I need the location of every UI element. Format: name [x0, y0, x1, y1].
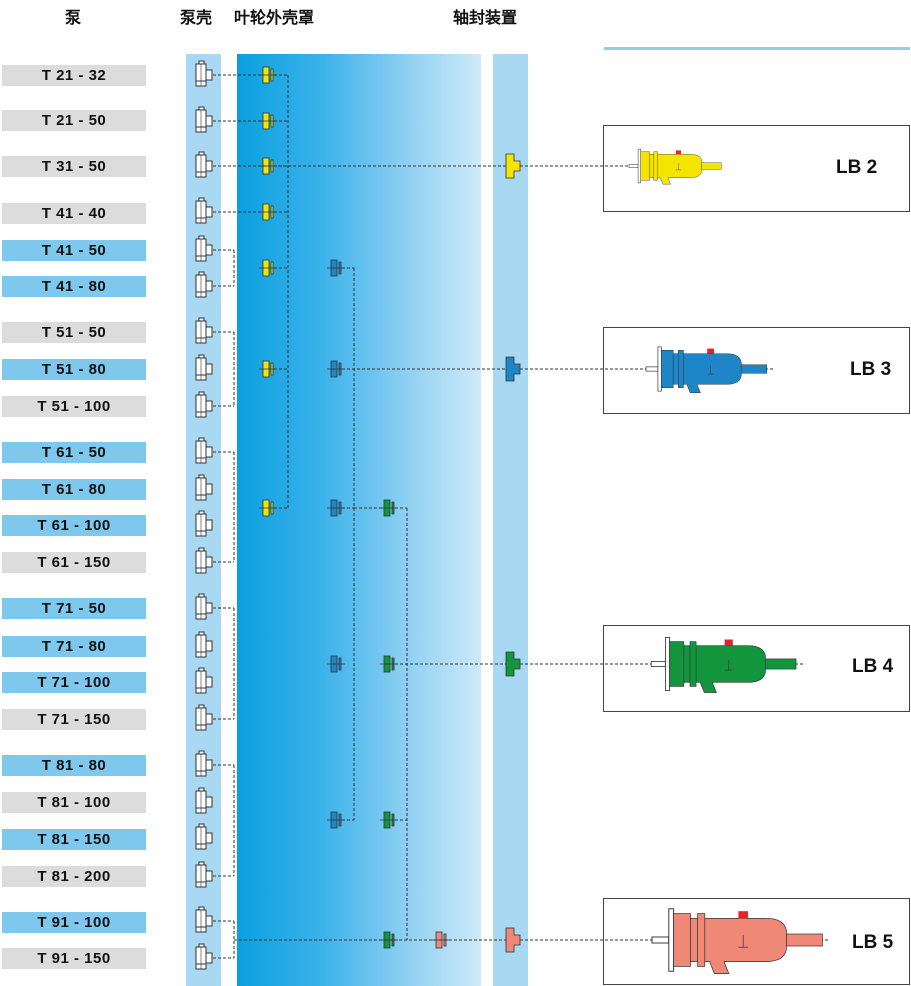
shaft-seal-icon-lb5 — [505, 927, 521, 953]
pump-casing-icon — [195, 631, 213, 658]
pump-row-label: T 91 - 100 — [2, 912, 146, 933]
pump-casing-icon — [195, 750, 213, 777]
bearing-unit-lb3 — [645, 346, 767, 394]
pump-row-label: T 71 - 50 — [2, 598, 146, 619]
pump-casing-icon — [195, 197, 213, 224]
shaft-seal-icon-lb4 — [505, 651, 521, 677]
pump-row-label: T 21 - 50 — [2, 110, 146, 131]
pump-row-label: T 41 - 40 — [2, 203, 146, 224]
pump-casing-icon — [195, 437, 213, 464]
pump-row-label: T 41 - 50 — [2, 240, 146, 261]
pump-row-label: T 61 - 100 — [2, 515, 146, 536]
impeller-cover-column — [237, 54, 481, 986]
pump-casing-icon — [195, 354, 213, 381]
bearing-unit-lb2 — [628, 148, 722, 185]
shaft-seal-icon-lb2 — [505, 153, 521, 179]
impeller-cover-icon — [327, 655, 345, 673]
header-shaft-seal: 轴封装置 — [453, 8, 518, 27]
bearing-label-lb4: LB 4 — [852, 656, 894, 677]
impeller-cover-icon — [259, 203, 277, 221]
pump-row-label: T 61 - 80 — [2, 479, 146, 500]
pump-row-label: T 51 - 50 — [2, 322, 146, 343]
pump-row-label: T 91 - 150 — [2, 948, 146, 969]
pump-casing-icon — [195, 510, 213, 537]
pump-casing-icon — [195, 547, 213, 574]
pump-casing-icon — [195, 474, 213, 501]
pump-casing-icon — [195, 823, 213, 850]
pump-casing-icon — [195, 271, 213, 298]
pump-casing-icon — [195, 317, 213, 344]
pump-row-label: T 41 - 80 — [2, 276, 146, 297]
bearing-unit-lb4 — [650, 637, 797, 693]
pump-row-label: T 51 - 100 — [2, 396, 146, 417]
header-pump: 泵 — [65, 8, 82, 27]
top-rule — [604, 47, 910, 50]
bearing-label-lb2: LB 2 — [836, 157, 878, 178]
pump-casing-icon — [195, 235, 213, 262]
bearing-label-lb5: LB 5 — [852, 932, 894, 953]
pump-casing-icon — [195, 861, 213, 888]
pump-row-label: T 61 - 50 — [2, 442, 146, 463]
pump-row-label: T 61 - 150 — [2, 552, 146, 573]
pump-casing-icon — [195, 906, 213, 933]
pump-row-label: T 81 - 200 — [2, 866, 146, 887]
pump-casing-icon — [195, 787, 213, 814]
pump-casing-icon — [195, 60, 213, 87]
pump-row-label: T 51 - 80 — [2, 359, 146, 380]
pump-casing-icon — [195, 667, 213, 694]
impeller-cover-icon — [380, 811, 398, 829]
pump-row-label: T 81 - 100 — [2, 792, 146, 813]
pump-casing-icon — [195, 151, 213, 178]
shaft-seal-column — [493, 54, 528, 986]
header-impeller-cover: 叶轮外壳罩 — [234, 8, 315, 27]
pump-casing-icon — [195, 704, 213, 731]
pump-row-label: T 31 - 50 — [2, 156, 146, 177]
bearing-label-lb3: LB 3 — [850, 359, 892, 380]
pump-row-label: T 71 - 100 — [2, 672, 146, 693]
pump-casing-icon — [195, 106, 213, 133]
impeller-cover-icon — [259, 499, 277, 517]
pump-row-label: T 81 - 80 — [2, 755, 146, 776]
bearing-unit-lb5 — [651, 908, 823, 974]
pump-row-label: T 71 - 80 — [2, 636, 146, 657]
impeller-cover-icon — [327, 259, 345, 277]
pump-row-label: T 71 - 150 — [2, 709, 146, 730]
shaft-seal-icon-lb3 — [505, 356, 521, 382]
pump-casing-icon — [195, 593, 213, 620]
header-casing: 泵壳 — [180, 8, 213, 27]
pump-casing-icon — [195, 943, 213, 970]
pump-casing-icon — [195, 391, 213, 418]
pump-row-label: T 81 - 150 — [2, 829, 146, 850]
pump-row-label: T 21 - 32 — [2, 65, 146, 86]
